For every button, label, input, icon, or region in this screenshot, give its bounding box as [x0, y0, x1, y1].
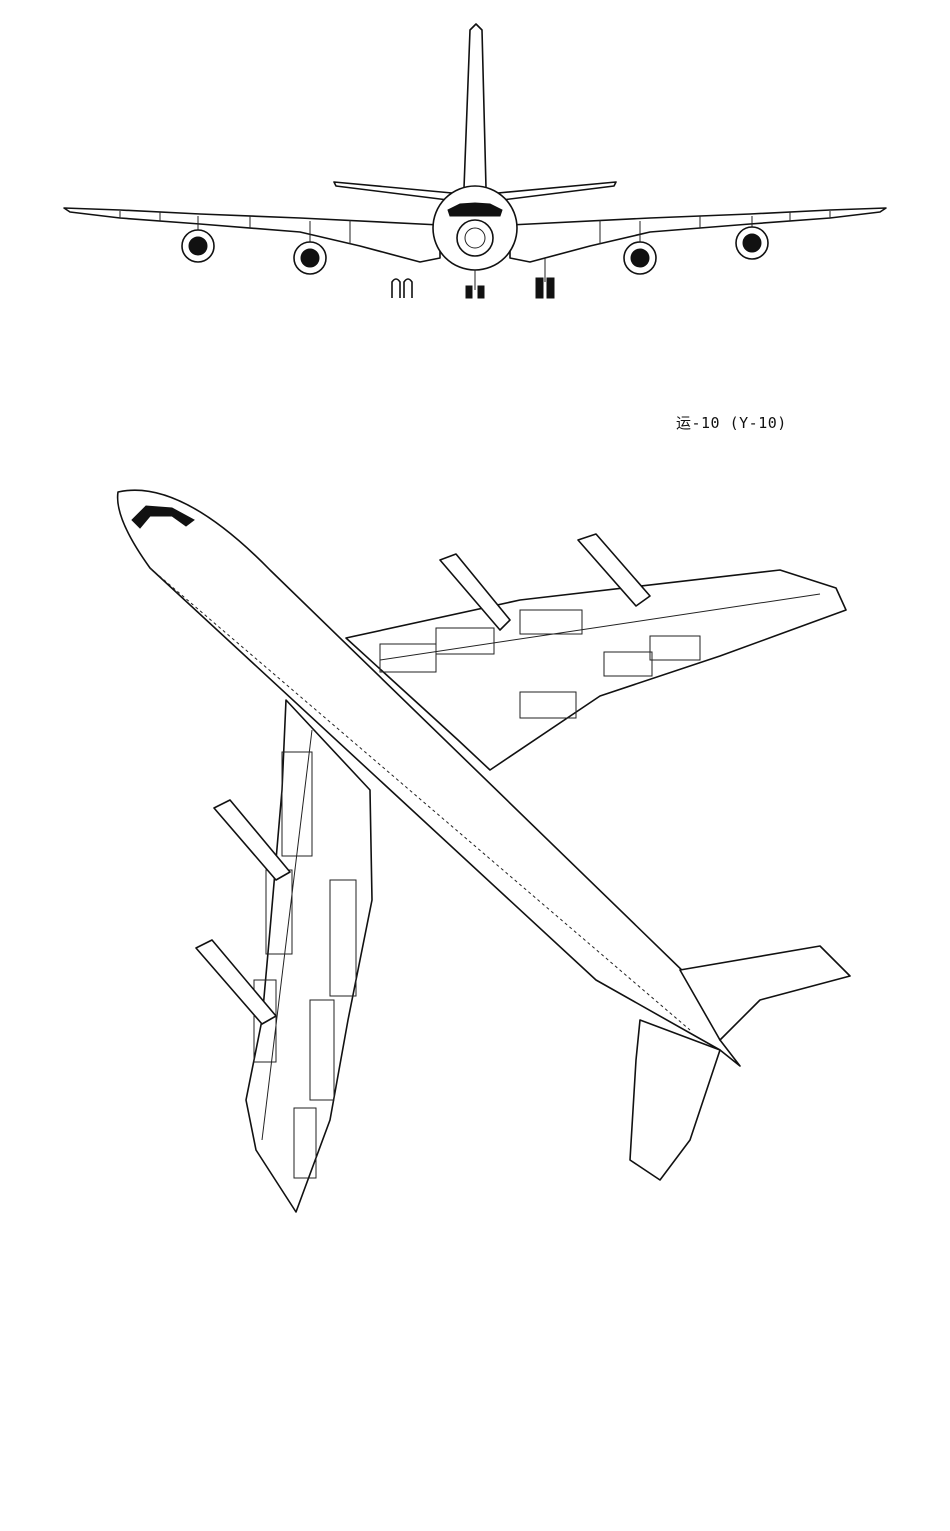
front-view — [0, 0, 950, 320]
side-view-drawing — [0, 1200, 950, 1531]
vertical-tail — [463, 23, 487, 189]
landing-gear — [391, 258, 555, 299]
wing-panel-lines — [119, 211, 831, 244]
nose-radome — [456, 219, 494, 257]
plan-right-stabilizer — [679, 945, 851, 1041]
plan-cockpit — [131, 505, 195, 529]
plan-view — [0, 460, 950, 1220]
plan-left-stabilizer — [629, 1019, 721, 1181]
plan-left-wing — [245, 699, 373, 1213]
cockpit-windows — [447, 202, 503, 217]
plan-right-wing — [345, 569, 847, 771]
aircraft-caption: 运-10 (Y-10) — [676, 414, 787, 432]
plan-engine-pods — [195, 533, 651, 1025]
left-stabilizer — [333, 181, 453, 201]
plan-view-drawing — [116, 489, 851, 1213]
engine-nacelles — [181, 216, 769, 275]
front-view-drawing — [63, 23, 887, 299]
side-view — [0, 1200, 950, 1531]
plan-fuselage — [116, 489, 741, 1067]
right-stabilizer — [497, 181, 617, 201]
